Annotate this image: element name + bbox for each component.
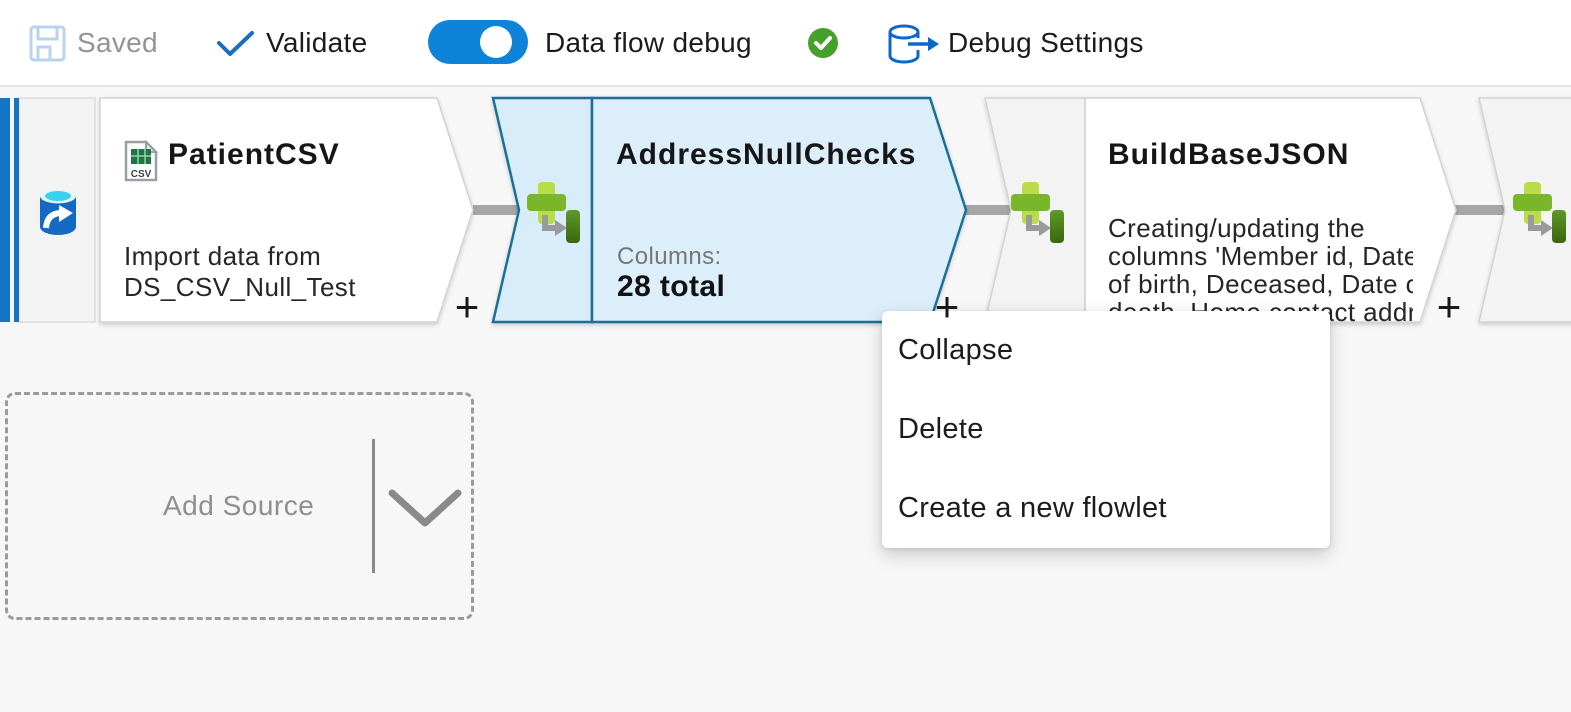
node-buildbasejson[interactable] [1084,97,1457,323]
menu-item-delete[interactable]: Delete [898,413,984,445]
node-source-partial[interactable] [0,97,96,323]
save-icon [29,25,66,62]
dataflow-canvas[interactable]: CSV PatientCSV Import data from DS_CSV_N… [0,86,1571,712]
connector-build-next [1455,205,1504,215]
add-source-box[interactable]: Add Source [5,392,474,620]
node-desc-buildbasejson: Creating/updating the columns 'Member id… [1108,214,1413,322]
debug-settings-icon [888,24,939,64]
node-title-addressnullchecks: AddressNullChecks [616,138,917,171]
debug-settings-button[interactable]: Debug Settings [948,27,1144,58]
toggle-knob [480,26,512,58]
connector-patient-address [473,205,520,215]
data-flow-debug-toggle[interactable] [428,20,528,64]
node-patientcsv[interactable] [99,97,474,323]
add-transformation-button-patientcsv[interactable]: + [454,283,480,330]
add-transformation-button-buildbasejson[interactable]: + [1436,283,1462,330]
validate-button[interactable]: Validate [266,27,368,58]
dataflow-toolbar: Saved Validate Data flow debug Debug Set… [0,0,1571,87]
csv-badge-label: CSV [131,169,152,180]
connector-address-build [965,205,1012,215]
source-dataset-icon [40,189,76,236]
node-title-patientcsv: PatientCSV [168,138,340,171]
node-context-menu: Collapse Delete Create a new flowlet [882,311,1330,548]
data-flow-debug-label: Data flow debug [545,27,752,58]
saved-status-label[interactable]: Saved [77,27,158,58]
add-source-label[interactable]: Add Source [163,490,315,521]
node-title-buildbasejson: BuildBaseJSON [1108,138,1350,171]
debug-ready-check-icon [808,28,838,58]
dataflow-graph: CSV [0,96,1571,324]
validate-check-icon [217,31,254,56]
add-transformation-button-addressnullchecks[interactable]: + [934,283,960,330]
add-source-divider [372,439,375,573]
chevron-down-icon[interactable] [386,487,464,531]
node-addressnullchecks[interactable] [590,96,968,324]
menu-item-collapse[interactable]: Collapse [898,334,1014,366]
csv-file-icon: CSV [124,139,159,182]
menu-item-create-flowlet[interactable]: Create a new flowlet [898,492,1167,524]
columns-total: 28 total [617,270,726,303]
node-desc-patientcsv: Import data from DS_CSV_Null_Test [124,241,356,302]
columns-label: Columns: [617,243,722,270]
